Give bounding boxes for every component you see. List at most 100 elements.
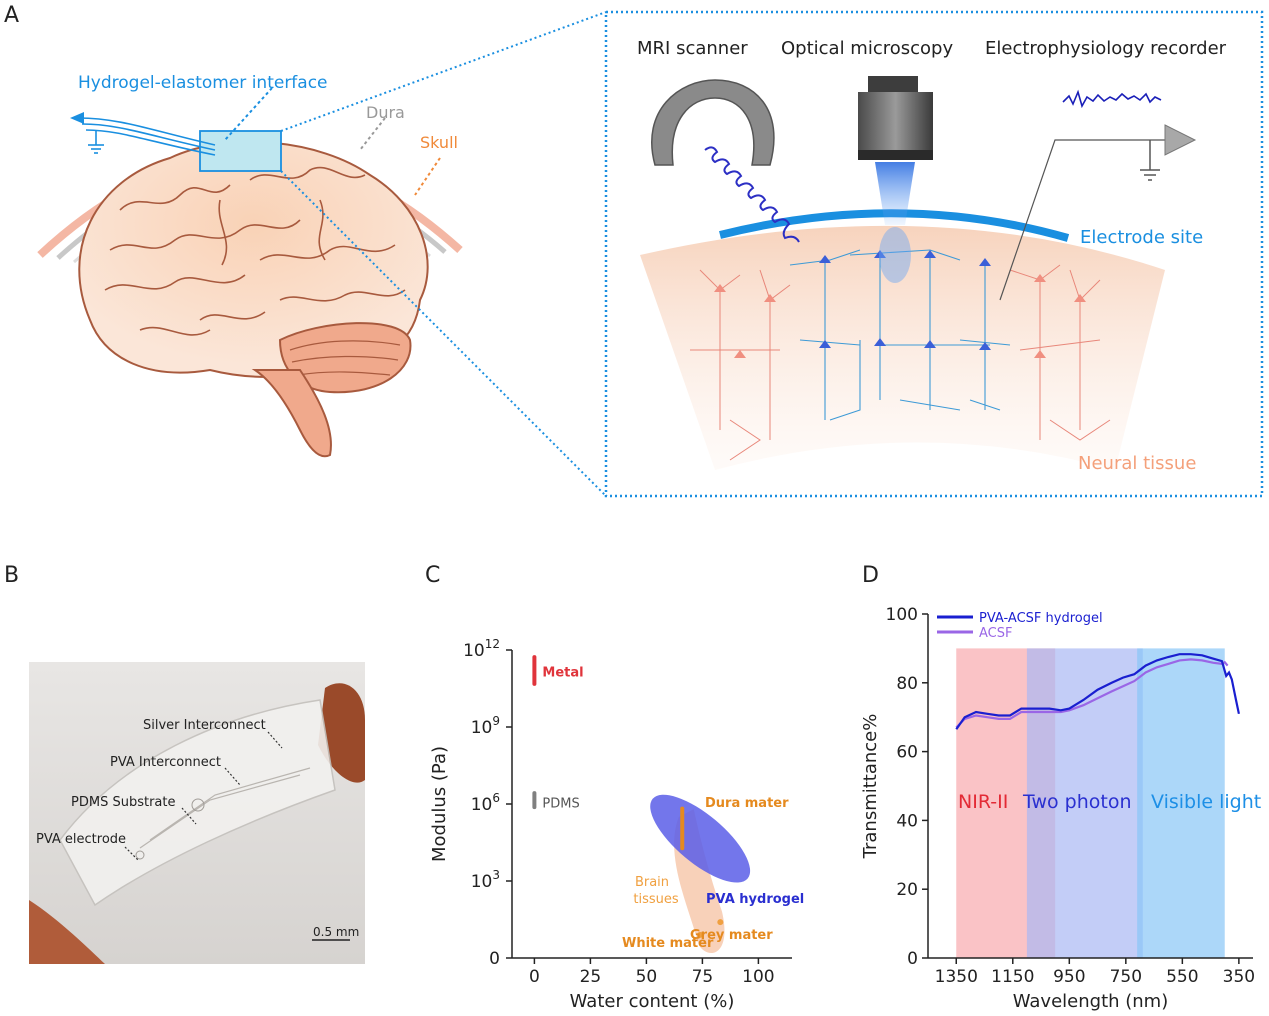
silver-interconnect-label: Silver Interconnect [143, 718, 266, 733]
skull-label: Skull [420, 133, 458, 152]
finger-bottom-left [29, 900, 105, 964]
d-legend-label: ACSF [979, 626, 1012, 641]
d-y-tick-label: 100 [886, 605, 918, 625]
c-x-tick-label: 25 [580, 967, 602, 987]
d-x-tick-label: 350 [1223, 967, 1255, 987]
dura-pointer [359, 117, 386, 151]
interconnect-wires [77, 117, 216, 156]
c-x-tick-label: 100 [742, 967, 774, 987]
scale-bar-label: 0.5 mm [313, 925, 359, 939]
c-x-tick-label: 0 [529, 967, 540, 987]
c-y-tick-label: 1012 [463, 637, 500, 661]
mri-label: MRI scanner [637, 38, 748, 59]
d-x-tick-label: 1350 [935, 967, 978, 987]
c-y-tick-label: 109 [471, 714, 500, 738]
c-grey-label: Grey mater [690, 928, 773, 943]
device-film [59, 699, 336, 907]
zoom-line-top [280, 11, 607, 132]
neural-tissue-label: Neural tissue [1078, 453, 1196, 474]
device-traces [139, 767, 311, 849]
c-pdms-mark [532, 791, 537, 810]
d-series-acsf [955, 658, 1229, 729]
d-y-tick-label: 20 [896, 880, 918, 900]
hydrogel-patch [199, 130, 282, 172]
device-electrode [135, 850, 145, 860]
recorder-wire [999, 139, 1165, 301]
panel-a-letter: A [4, 3, 19, 28]
dura-label: Dura [366, 103, 405, 122]
neural-tissue-region [640, 225, 1165, 470]
d-band-label: Visible light [1151, 791, 1261, 813]
c-dura-mater-mark [680, 806, 685, 851]
d-band-label: NIR-II [958, 791, 1008, 813]
panel-d-chart: 1350 1150 950 750 550 350 0 20 40 60 80 100Waveleng… [860, 605, 1261, 1012]
device-via [191, 798, 205, 812]
c-brain-label-2: tissues [633, 892, 678, 907]
arrow-icon [70, 112, 84, 124]
d-y-label: Transmittance% [860, 714, 881, 860]
c-x-tick-label: 75 [692, 967, 714, 987]
d-legend-label: PVA-ACSF hydrogel [979, 611, 1103, 626]
objective-top [868, 76, 918, 92]
pva-interconnect-label: PVA Interconnect [110, 755, 221, 770]
ephys-label: Electrophysiology recorder [985, 38, 1227, 59]
photo-pointers [124, 731, 283, 861]
c-x-label: Water content (%) [570, 991, 735, 1012]
pva-electrode-label: PVA electrode [36, 832, 126, 847]
objective-ring [858, 150, 933, 160]
d-x-tick-label: 950 [1053, 967, 1085, 987]
optical-label: Optical microscopy [781, 38, 953, 59]
c-white-mater-dot [697, 931, 704, 938]
c-y-tick-label: 0 [489, 949, 500, 969]
c-x-tick-label: 50 [636, 967, 658, 987]
d-band-2 [1137, 648, 1225, 958]
d-y-tick-label: 0 [907, 949, 918, 969]
blue-neuron-bodies [819, 250, 991, 350]
recorder-ground-icon [1140, 140, 1160, 181]
pdms-substrate-label: PDMS Substrate [71, 795, 175, 810]
brain-stem [251, 369, 332, 458]
red-neuron-bodies [714, 274, 1086, 358]
skull-pointer [414, 157, 441, 196]
d-y-tick-label: 40 [896, 811, 918, 831]
electrode-site-label: Electrode site [1080, 227, 1203, 248]
c-pva-label: PVA hydrogel [706, 892, 804, 907]
d-x-tick-label: 550 [1166, 967, 1198, 987]
amplifier-icon [1164, 124, 1197, 156]
d-band-label: Two photon [1022, 791, 1132, 813]
device-photo [29, 662, 365, 964]
beam-focus [879, 227, 911, 283]
c-brain-label-1: Brain [635, 875, 669, 890]
zoom-line-bottom [280, 170, 607, 497]
zoom-illustration [640, 76, 1197, 470]
rf-wave [704, 146, 800, 243]
objective-body [858, 92, 933, 150]
panel-d-letter: D [862, 563, 879, 588]
ground-icon [88, 130, 104, 154]
d-y-tick-label: 60 [896, 743, 918, 763]
mri-magnet-icon [651, 79, 775, 166]
c-metal-label: Metal [542, 666, 583, 681]
d-x-tick-label: 750 [1110, 967, 1142, 987]
panel-c-letter: C [425, 563, 440, 588]
d-x-tick-label: 1150 [991, 967, 1034, 987]
c-pva-hydrogel-region [650, 794, 751, 883]
cerebrum [78, 140, 429, 378]
light-beam [875, 162, 915, 225]
c-y-tick-label: 103 [471, 868, 500, 892]
c-y-tick-label: 106 [471, 791, 500, 815]
d-y-tick-label: 80 [896, 674, 918, 694]
d-x-label: Wavelength (nm) [1013, 991, 1169, 1012]
ephys-trace [1062, 89, 1162, 109]
c-pdms-label: PDMS [542, 796, 579, 811]
panel-b-letter: B [4, 563, 19, 588]
d-series-pva-acsf-hydrogel [955, 653, 1240, 730]
panel-a-brain-illustration [37, 11, 607, 497]
c-dura-label: Dura mater [705, 796, 789, 811]
c-white-label: White mater [622, 936, 714, 951]
c-grey-mater-dot [717, 919, 724, 926]
interface-label: Hydrogel-elastomer interface [78, 73, 328, 93]
c-y-label: Modulus (Pa) [429, 746, 450, 862]
